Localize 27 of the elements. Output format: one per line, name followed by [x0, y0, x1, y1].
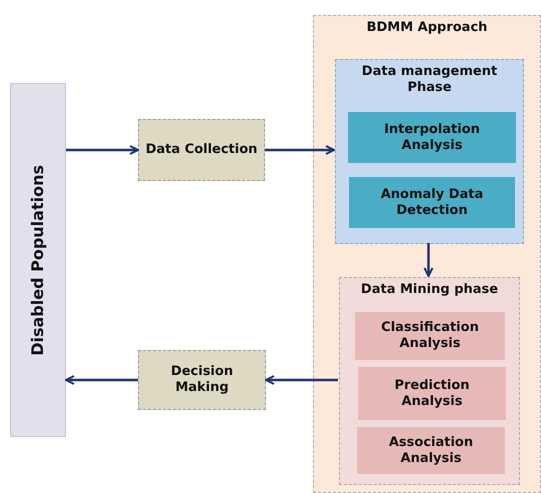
- side-panel: [10, 83, 66, 437]
- group-heading: Data management Phase: [360, 64, 498, 96]
- group-heading: BDMM Approach: [366, 20, 488, 36]
- box-label: Association Analysis: [388, 434, 474, 466]
- box-label: Classification Analysis: [380, 320, 480, 352]
- box-label: Decision Making: [170, 364, 234, 396]
- group-panel: [339, 277, 520, 485]
- arrow: [65, 375, 138, 385]
- arrow: [265, 375, 338, 385]
- box-label: Prediction Analysis: [393, 378, 471, 410]
- process-box: [358, 367, 506, 420]
- process-box: [355, 312, 505, 360]
- process-box: [138, 119, 265, 181]
- process-box: [348, 112, 516, 163]
- box-label: Interpolation Analysis: [383, 122, 481, 154]
- process-box: [349, 177, 515, 228]
- group-heading: Data Mining phase: [360, 282, 498, 298]
- arrow: [66, 145, 139, 155]
- box-label: Data Collection: [146, 142, 258, 158]
- box-label: Anomaly Data Detection: [380, 186, 484, 218]
- arrow: [424, 243, 434, 277]
- group-panel: [335, 59, 524, 244]
- arrow: [265, 145, 335, 155]
- process-box: [357, 427, 505, 474]
- group-panel: [313, 15, 541, 493]
- box-label: Disabled Populations: [28, 164, 48, 356]
- process-box: [138, 350, 266, 410]
